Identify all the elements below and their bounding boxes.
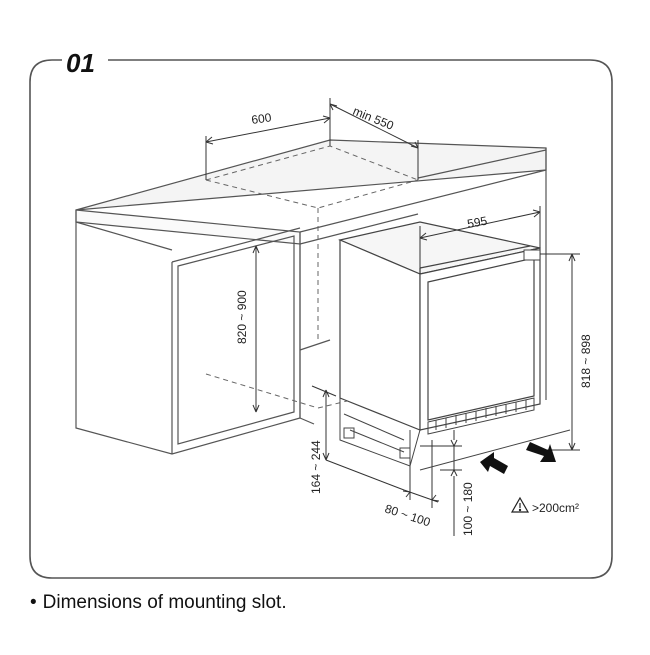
hinge-icon: [523, 249, 541, 261]
step-number: 01: [66, 48, 95, 78]
plinth-area: [339, 398, 421, 467]
appliance-unit: [338, 221, 541, 431]
dimension-label-niche-height: 820 ~ 900: [235, 290, 249, 344]
dimension-label-plinth-height: 164 ~ 244: [309, 440, 323, 494]
dimension-label-appliance-height: 818 ~ 898: [579, 334, 593, 388]
dimension-label-cabinet-depth: min 550: [351, 104, 396, 133]
warning-triangle-icon: [510, 496, 530, 513]
dimension-vent-height: [420, 430, 462, 536]
diagram-caption: •Dimensions of mounting slot.: [30, 592, 287, 614]
caption-text: Dimensions of mounting slot.: [42, 592, 287, 613]
dimension-plinth-setback: [402, 440, 440, 508]
floor-line: [419, 429, 571, 471]
dimension-label-plinth-setback: 80 ~ 100: [383, 502, 432, 530]
dimension-appliance-width: [419, 206, 541, 274]
dimension-niche-height: [252, 245, 260, 413]
vent-area-label: >200cm²: [532, 501, 579, 515]
dimension-label-cabinet-width: 600: [250, 110, 272, 127]
kitchen-cabinet: [75, 139, 547, 455]
dimension-label-appliance-width: 595: [466, 214, 488, 231]
dimension-label-vent-height: 100 ~ 180: [461, 482, 475, 536]
diagram-frame: [29, 59, 613, 579]
caption-bullet: •: [30, 592, 37, 613]
dimension-plinth-height: [311, 385, 405, 491]
airflow-arrows-icon: [480, 442, 556, 474]
dimension-appliance-height: [540, 253, 580, 451]
dimension-cabinet-depth: [329, 103, 419, 180]
vent-grille: [427, 397, 535, 435]
dimension-cabinet-width: [205, 98, 331, 180]
